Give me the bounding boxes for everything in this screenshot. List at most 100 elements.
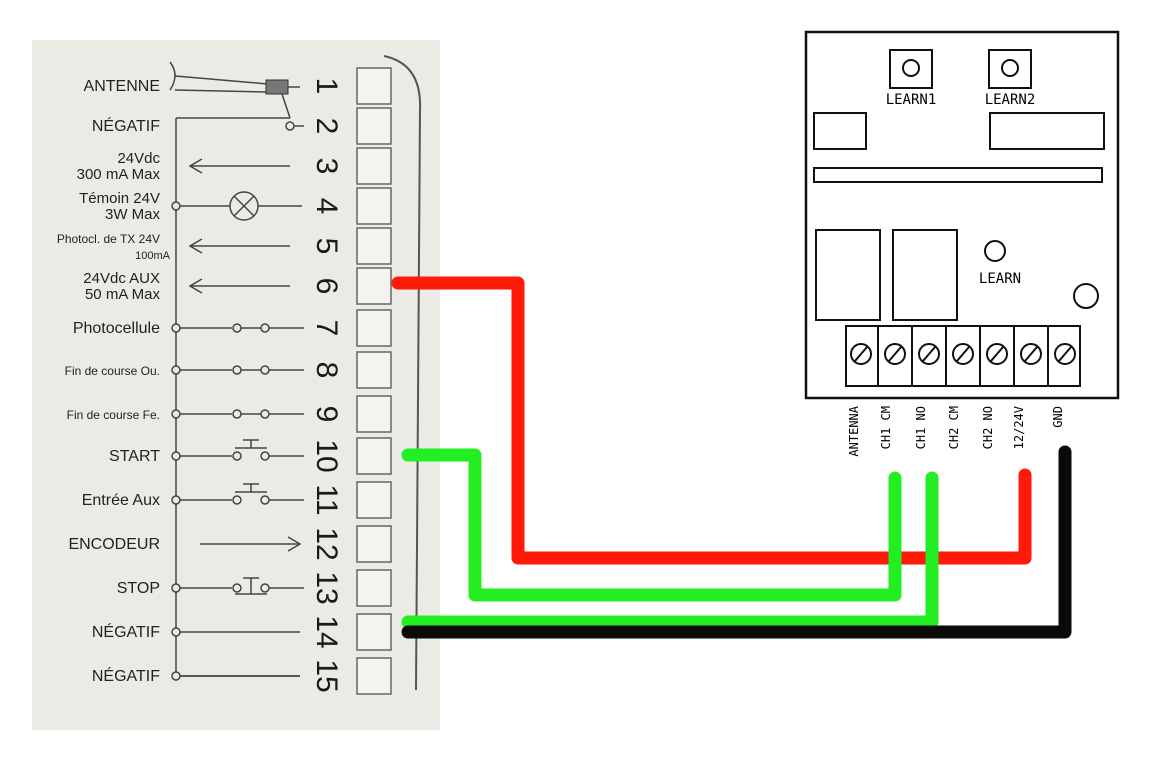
- terminal-slot: [356, 309, 392, 347]
- bus-node: [171, 495, 181, 505]
- terminal-slot: [356, 569, 392, 607]
- bus-node: [171, 323, 181, 333]
- receiver-terminal-label: 12/24V: [1012, 406, 1026, 449]
- terminal-number: 7: [310, 320, 343, 337]
- screw-terminal: [850, 343, 872, 365]
- terminal-number: 13: [310, 571, 343, 604]
- terminal-block-outline: [383, 55, 422, 691]
- terminal-number: 2: [310, 118, 343, 135]
- component-small: [813, 112, 867, 150]
- screw-terminal: [884, 343, 906, 365]
- screw-terminal: [952, 343, 974, 365]
- terminal-label: NÉGATIF: [92, 116, 160, 135]
- receiver-terminal-label: CH1 CM: [879, 406, 893, 449]
- terminal-number: 5: [310, 238, 343, 255]
- wires: [391, 276, 1072, 639]
- terminal-label: 24Vdc: [117, 150, 160, 167]
- terminal-row: Photocl. de TX 24V 100mA 5: [57, 227, 392, 265]
- terminal-slot: [356, 657, 392, 695]
- terminal-label: 50 mA Max: [85, 286, 161, 303]
- bus-node: [171, 671, 181, 681]
- receiver-terminal-label: CH1 NO: [914, 406, 928, 449]
- terminal-row: Photocellule 7: [73, 309, 392, 347]
- terminal-row: Fin de course Ou. 8: [65, 351, 392, 389]
- bus-node: [171, 583, 181, 593]
- negative-node: [285, 121, 295, 131]
- terminal-slot: [356, 147, 392, 185]
- screw-terminal: [986, 343, 1008, 365]
- wire-red-12-24v: [391, 276, 1032, 565]
- terminal-label: 3W Max: [105, 206, 161, 223]
- terminal-number: 10: [310, 439, 343, 472]
- learn-button: [984, 240, 1006, 262]
- bus-node: [171, 627, 181, 637]
- learn2-label: LEARN2: [985, 92, 1036, 108]
- terminal-row: Fin de course Fe. 9: [67, 395, 392, 433]
- learn1-button: [889, 49, 933, 89]
- learn2-button: [988, 49, 1032, 89]
- terminal-label: Fin de course Fe.: [67, 408, 160, 422]
- terminal-label: 300 mA Max: [77, 166, 161, 183]
- terminal-number: 9: [310, 406, 343, 423]
- terminal-number: 4: [310, 198, 343, 215]
- terminal-number: 1: [310, 78, 343, 95]
- terminal-row: START 10: [109, 437, 392, 475]
- receiver-board: LEARN1 LEARN2 LEARN: [804, 30, 1120, 400]
- terminal-label: Photocellule: [73, 320, 160, 337]
- led-indicator: [1073, 283, 1099, 309]
- terminal-label: 100mA: [135, 250, 171, 262]
- terminal-label: 24Vdc AUX: [83, 270, 160, 287]
- antenna-cable: [169, 61, 300, 119]
- terminal-label: NÉGATIF: [92, 622, 160, 641]
- wire-green-ch1-cm: [401, 448, 902, 602]
- terminal-slot: [356, 351, 392, 389]
- terminal-slot: [356, 437, 392, 475]
- terminal-row: NÉGATIF 2: [92, 107, 392, 145]
- learn-label: LEARN: [979, 271, 1021, 287]
- bus-node: [171, 365, 181, 375]
- screw-terminal: [1054, 343, 1076, 365]
- terminal-slot: [356, 187, 392, 225]
- terminal-row: NÉGATIF 14: [92, 613, 392, 651]
- terminal-label: Photocl. de TX 24V: [57, 232, 160, 246]
- relay-1: [815, 229, 881, 321]
- screw-terminal: [1020, 343, 1042, 365]
- terminal-slot: [356, 67, 392, 105]
- terminal-label: NÉGATIF: [92, 666, 160, 685]
- terminal-label: ANTENNE: [84, 78, 160, 95]
- receiver-terminal-labels: ANTENNA CH1 CM CH1 NO CH2 CM CH2 NO 12/24V GND: [847, 405, 1065, 456]
- learn1-label: LEARN1: [886, 92, 937, 108]
- wire-green-ch1-no: [401, 471, 939, 629]
- terminal-number: 14: [310, 615, 343, 648]
- terminal-label: START: [109, 448, 160, 465]
- terminal-number: 3: [310, 158, 343, 175]
- terminal-slot: [356, 227, 392, 265]
- terminal-row: ANTENNE 1: [84, 67, 392, 105]
- receiver-terminal-label: CH2 NO: [981, 406, 995, 449]
- terminal-label: Témoin 24V: [79, 190, 160, 207]
- receiver-terminal-label: CH2 CM: [947, 406, 961, 449]
- receiver-terminal-label: GND: [1051, 406, 1065, 428]
- receiver-terminal-label: ANTENNA: [847, 405, 861, 456]
- terminal-number: 11: [310, 484, 343, 515]
- terminal-label: Fin de course Ou.: [65, 364, 160, 378]
- terminal-number: 12: [310, 527, 343, 560]
- terminal-number: 15: [310, 659, 343, 692]
- bus-node: [171, 451, 181, 461]
- screw-terminal: [918, 343, 940, 365]
- terminal-number: 8: [310, 362, 343, 379]
- terminal-row: NÉGATIF 15: [92, 657, 392, 695]
- terminal-slot: [356, 395, 392, 433]
- terminal-slot: [356, 267, 392, 305]
- receiver-terminal-block: [845, 325, 1081, 387]
- bus-node: [171, 409, 181, 419]
- wire-black-gnd: [401, 445, 1072, 639]
- terminal-slot: [356, 107, 392, 145]
